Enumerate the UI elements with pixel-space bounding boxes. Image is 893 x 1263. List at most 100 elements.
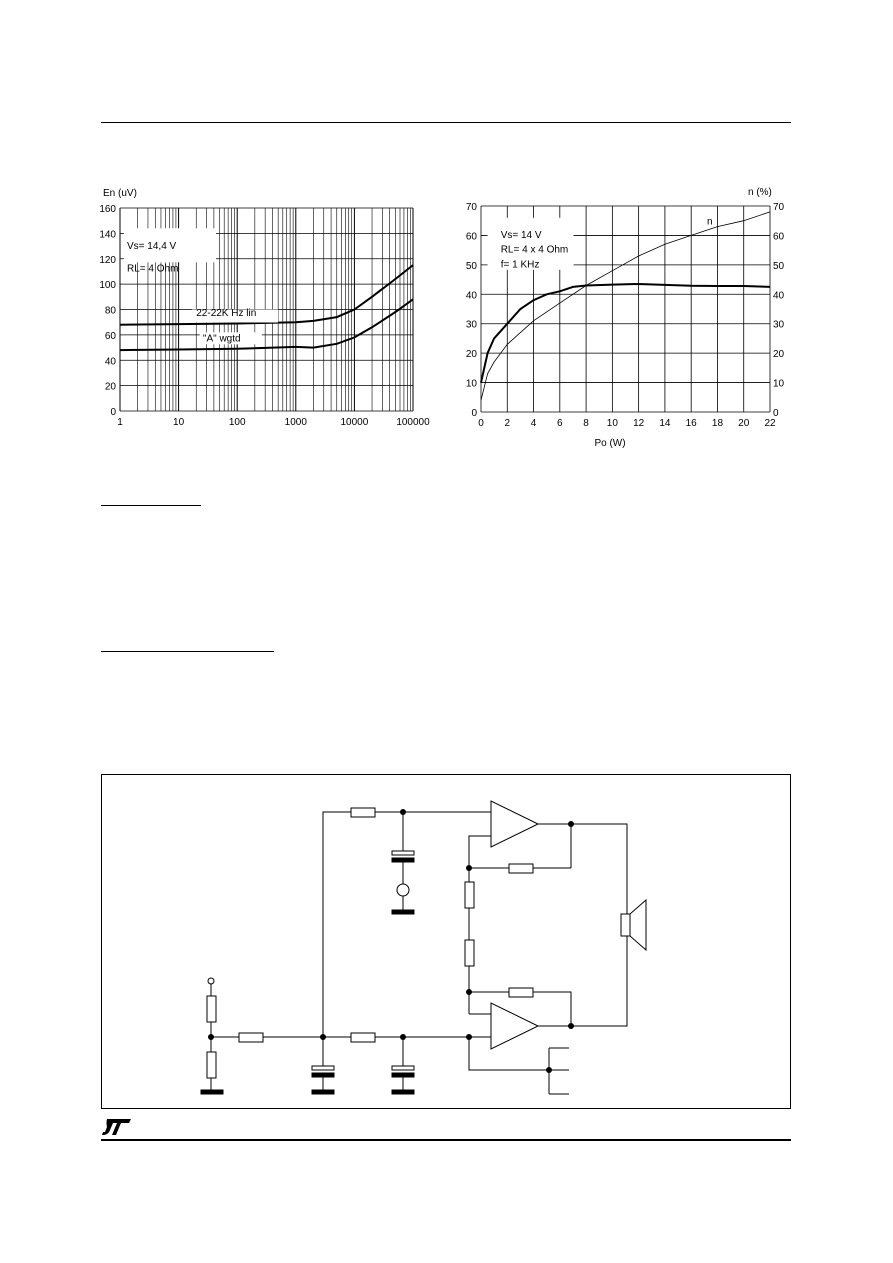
- y-tick-label: 100: [99, 280, 116, 291]
- x-tick-label: 16: [686, 418, 698, 429]
- x-tick-label: 4: [531, 418, 537, 429]
- capacitor: [391, 1065, 415, 1071]
- y-tick-label: 30: [466, 320, 478, 331]
- x-tick-label: 10000: [340, 417, 368, 428]
- y2-tick-label: 20: [773, 349, 785, 360]
- x-tick-label: 10: [173, 417, 185, 428]
- amplifier: [490, 800, 540, 848]
- resistor: [508, 863, 534, 874]
- annotation-box: [487, 217, 574, 270]
- footer-rule: [101, 1139, 791, 1141]
- wire: [538, 936, 628, 1027]
- annotation-box: [199, 332, 262, 345]
- st-logo: [102, 1119, 131, 1135]
- x-tick-label: 2: [504, 418, 510, 429]
- right-xlabel: Po (W): [594, 438, 625, 449]
- x-tick-label: 1000: [285, 417, 308, 428]
- resistor: [464, 939, 475, 967]
- resistor: [206, 1051, 217, 1079]
- annotation: RL= 4 x 4 Ohm: [501, 245, 569, 256]
- junction-dot: [320, 1034, 326, 1040]
- right-y2label: n (%): [748, 187, 772, 198]
- amplifier: [490, 1002, 540, 1050]
- y-tick-label: 80: [105, 306, 117, 317]
- junction-dot: [568, 821, 574, 827]
- y-tick-label: 40: [466, 290, 478, 301]
- resistor: [350, 807, 376, 818]
- annotation: RL= 4 Ohm: [127, 264, 178, 275]
- capacitor: [391, 850, 415, 856]
- capacitor: [311, 1065, 335, 1071]
- circuit-frame: [101, 774, 791, 1109]
- y-tick-label: 60: [105, 331, 117, 342]
- y2-tick-label: 10: [773, 379, 785, 390]
- wire: [322, 811, 351, 1036]
- junction-dot: [400, 809, 406, 815]
- y-tick-label: 140: [99, 229, 116, 240]
- x-tick-label: 100000: [396, 417, 430, 428]
- junction-dot: [466, 989, 472, 995]
- annotation: Vs= 14,4 V: [127, 241, 177, 252]
- y-tick-label: 40: [105, 356, 117, 367]
- y-tick-label: 70: [466, 202, 478, 213]
- section-heading-underline: [101, 505, 201, 506]
- application-circuit: [101, 774, 791, 1109]
- wire: [468, 1037, 549, 1071]
- x-tick-label: 6: [557, 418, 563, 429]
- y-tick-label: 20: [105, 382, 117, 393]
- capacitor: [391, 1072, 415, 1078]
- resistor: [206, 995, 217, 1023]
- junction-dot: [400, 1034, 406, 1040]
- series-label: "A" wgtd: [203, 333, 241, 344]
- y-tick-label: 60: [466, 231, 478, 242]
- series-line-0: [480, 282, 771, 383]
- resistor: [350, 1032, 376, 1043]
- junction-dot: [466, 1034, 472, 1040]
- ground: [200, 1089, 224, 1095]
- series-label: 22-22K Hz lin: [196, 308, 256, 319]
- left-ylabel: En (uV): [103, 188, 137, 199]
- wire: [533, 991, 572, 1026]
- header-rule: [101, 122, 791, 123]
- series-label: n: [707, 217, 713, 228]
- y-tick-label: 20: [466, 349, 478, 360]
- annotation: Vs= 14 V: [501, 230, 542, 241]
- y-tick-label: 50: [466, 261, 478, 272]
- y-tick-label: 0: [110, 407, 116, 418]
- y2-tick-label: 60: [773, 231, 785, 242]
- x-tick-label: 18: [712, 418, 724, 429]
- wire: [468, 835, 491, 882]
- capacitor: [311, 1072, 335, 1078]
- y2-tick-label: 70: [773, 202, 785, 213]
- x-tick-label: 100: [229, 417, 246, 428]
- x-tick-label: 10: [607, 418, 619, 429]
- speaker: [620, 913, 631, 937]
- ground: [391, 909, 415, 915]
- y-tick-label: 0: [471, 408, 477, 419]
- y-tick-label: 10: [466, 379, 478, 390]
- series-line-0: [119, 264, 414, 326]
- junction-dot: [466, 865, 472, 871]
- junction-dot: [208, 1034, 214, 1040]
- section-heading-underline: [101, 651, 274, 652]
- ground: [311, 1089, 335, 1095]
- y2-tick-label: 0: [773, 408, 779, 419]
- x-tick-label: 8: [583, 418, 589, 429]
- y2-tick-label: 40: [773, 290, 785, 301]
- resistor: [508, 987, 534, 998]
- x-tick-label: 22: [764, 418, 776, 429]
- annotation-box: [192, 309, 279, 323]
- signal-node: [396, 883, 410, 897]
- x-tick-label: 14: [659, 418, 671, 429]
- resistor: [464, 881, 475, 909]
- x-tick-label: 12: [633, 418, 645, 429]
- x-tick-label: 1: [117, 417, 123, 428]
- junction-dot: [546, 1067, 552, 1073]
- x-tick-label: 20: [738, 418, 750, 429]
- y2-tick-label: 30: [773, 320, 785, 331]
- y-tick-label: 120: [99, 255, 116, 266]
- input-terminal: [207, 977, 215, 985]
- y2-tick-label: 50: [773, 261, 785, 272]
